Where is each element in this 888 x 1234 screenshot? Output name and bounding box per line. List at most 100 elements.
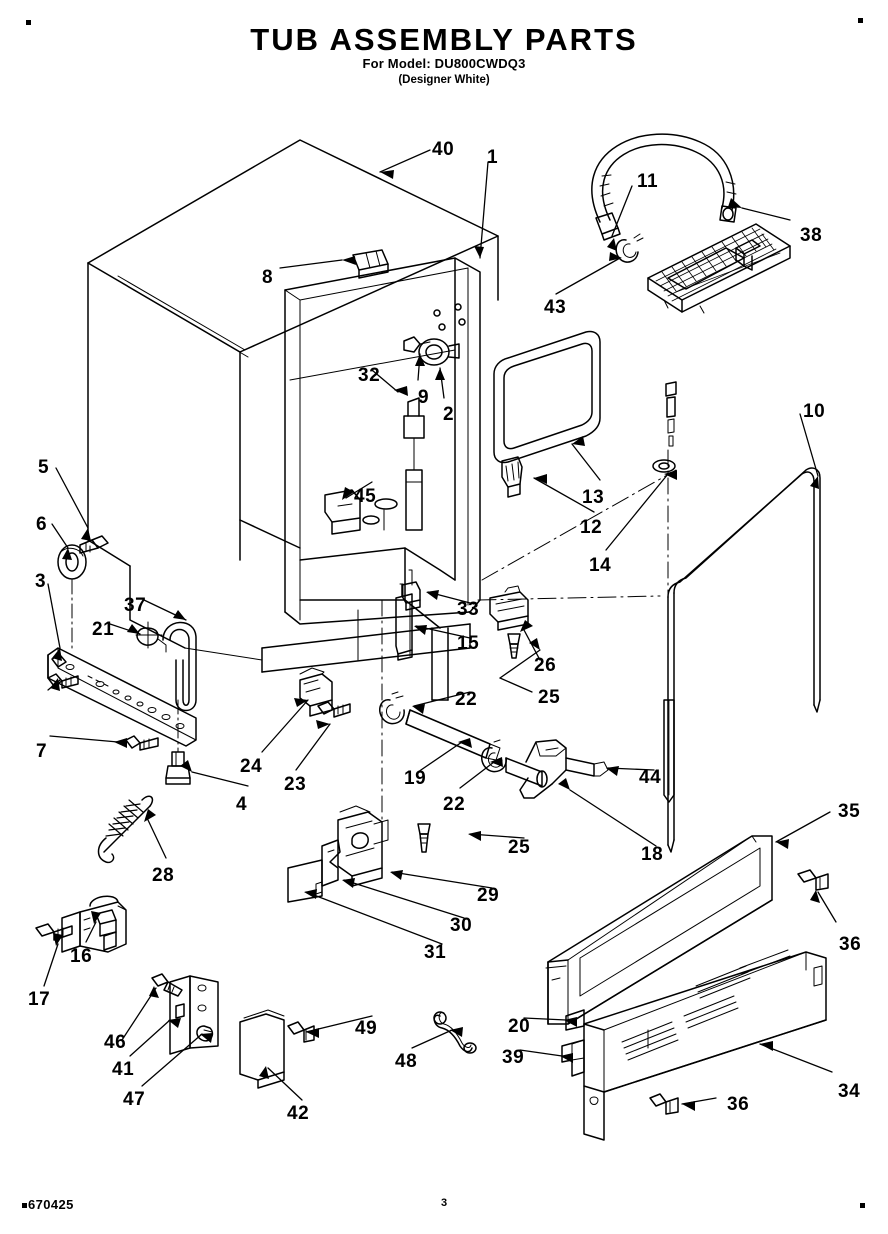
part-38-drain-hose	[592, 134, 736, 240]
callout-30: 30	[450, 915, 473, 936]
part-20-tab	[566, 1010, 584, 1030]
callout-43: 43	[544, 297, 567, 318]
callout-19: 19	[404, 768, 427, 789]
part-46-screw	[152, 974, 182, 996]
callout-40: 40	[432, 139, 455, 160]
part-42-cover	[240, 1010, 284, 1088]
alignment-axis-10	[478, 470, 676, 600]
part-7-bolt-upper	[48, 674, 78, 688]
part-36-screw-upper	[798, 870, 828, 890]
callout-26: 26	[534, 655, 557, 676]
callout-22: 22	[455, 689, 478, 710]
callout-22-lower: 22	[443, 794, 466, 815]
tub-wall-holes	[434, 304, 465, 330]
callout-21: 21	[92, 619, 115, 640]
part-14-stud	[666, 382, 676, 446]
callout-39: 39	[502, 1047, 525, 1068]
part-34-access-panel	[572, 950, 826, 1140]
part-40-cabinet-wrap	[88, 140, 498, 648]
part-35-trim	[546, 836, 772, 1024]
part-10-wire-frame	[668, 468, 820, 852]
registration-mark-top-right	[858, 18, 863, 23]
callout-18: 18	[641, 844, 664, 865]
callout-31: 31	[424, 942, 447, 963]
part-39-tab	[562, 1040, 584, 1076]
part-44-rod	[664, 700, 674, 802]
callout-3: 3	[35, 571, 47, 592]
callout-48: 48	[395, 1051, 418, 1072]
callout-35: 35	[838, 801, 861, 822]
callout-17: 17	[28, 989, 51, 1010]
part-12-clip	[502, 457, 522, 497]
callout-4: 4	[236, 794, 248, 815]
part-17-screw	[36, 924, 72, 940]
model-line: For Model: DU800CWDQ3	[362, 56, 526, 71]
part-19-hose	[406, 710, 500, 760]
callout-47: 47	[123, 1089, 146, 1110]
callout-8: 8	[262, 267, 274, 288]
page-title: TUB ASSEMBLY PARTS	[250, 22, 638, 57]
callout-29: 29	[477, 885, 500, 906]
callout-9: 9	[418, 387, 430, 408]
callout-7: 7	[36, 741, 48, 762]
footer-code: 670425	[28, 1197, 74, 1212]
callout-36-lower: 36	[727, 1094, 750, 1115]
callout-2: 2	[443, 404, 455, 425]
part-29-latch-body	[338, 806, 388, 886]
callout-16: 16	[70, 946, 93, 967]
callout-10: 10	[803, 401, 826, 422]
registration-mark-bottom-right	[860, 1203, 865, 1208]
callout-45: 45	[354, 486, 377, 507]
callout-11: 11	[637, 171, 659, 192]
callout-42: 42	[287, 1103, 310, 1124]
part-8-clip	[353, 250, 388, 278]
callout-12: 12	[580, 517, 603, 538]
part-5-screw	[80, 536, 108, 553]
callout-44: 44	[639, 767, 662, 788]
part-18-pump	[506, 740, 608, 798]
part-26-screw	[508, 634, 520, 658]
part-25-screw-latch	[418, 824, 430, 852]
callout-5: 5	[38, 457, 50, 478]
part-26-switch	[490, 586, 528, 630]
part-14-washer	[653, 460, 675, 472]
finish-line: (Designer White)	[398, 74, 490, 86]
part-13-door-panel	[494, 331, 600, 462]
part-30-lever	[322, 840, 340, 886]
part-9-nut	[404, 337, 430, 352]
registration-mark-top-left	[26, 20, 31, 25]
callout-25-lower: 25	[508, 837, 531, 858]
part-23-screw	[318, 702, 350, 717]
callout-36: 36	[839, 934, 862, 955]
callout-32: 32	[358, 365, 381, 386]
registration-mark-bottom-left	[22, 1203, 27, 1208]
part-15-thermistor	[396, 584, 412, 660]
callout-41: 41	[112, 1059, 135, 1080]
callout-1: 1	[487, 147, 499, 168]
callout-23: 23	[284, 774, 307, 795]
part-36-screw-lower	[650, 1094, 678, 1114]
part-21-clip	[136, 622, 166, 652]
part-32-feed-tube	[404, 398, 424, 530]
callout-14: 14	[589, 555, 612, 576]
callout-33: 33	[457, 599, 480, 620]
callout-46: 46	[104, 1032, 127, 1053]
part-22-clamp-upper	[380, 692, 404, 724]
callout-38: 38	[800, 225, 823, 246]
part-11-filter-plate	[648, 224, 790, 313]
part-47-grommet	[197, 1026, 213, 1041]
page-number: 3	[440, 1197, 448, 1209]
part-7-bolt-lower	[126, 736, 158, 750]
part-45-sump-parts	[325, 490, 397, 534]
part-41-bracket	[170, 976, 218, 1054]
leader-arrowheads	[50, 170, 820, 1111]
part-43-hose-clamp	[616, 234, 643, 262]
part-37-drain-loop	[163, 622, 196, 710]
part-1-tub	[185, 258, 480, 700]
part-6-wheel	[58, 545, 86, 579]
callout-25: 25	[538, 687, 561, 708]
part-22-clamp-lower	[482, 740, 506, 772]
part-24-roller	[300, 668, 332, 716]
